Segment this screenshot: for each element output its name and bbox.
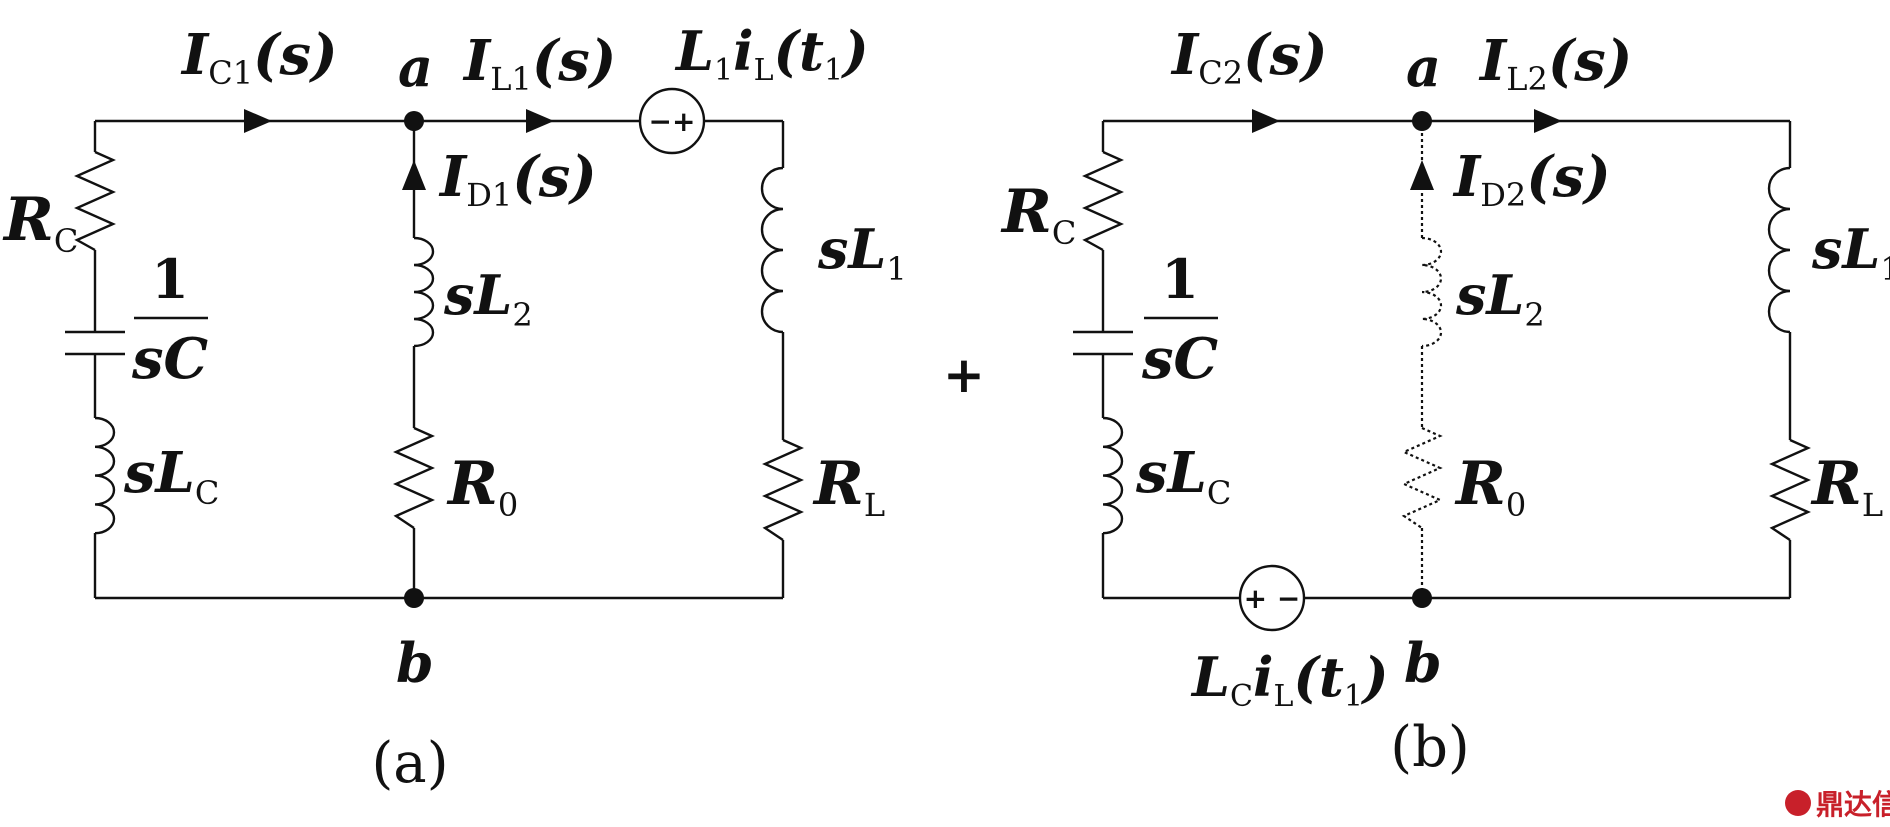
label-id2: ID2(s)	[1452, 144, 1611, 214]
label-source-a: L1iL(t1)	[674, 19, 869, 88]
label-id1: ID1(s)	[438, 144, 597, 214]
label-slc-b: sLC	[1135, 440, 1231, 512]
node-b-dot-b	[1412, 588, 1432, 608]
label-cap-den-a: sC	[131, 326, 209, 392]
voltage-source-b	[1238, 564, 1306, 632]
label-sl1-a: sL1	[817, 217, 907, 288]
label-rc-a: RC	[2, 185, 78, 260]
label-ic1: IC1(s)	[180, 22, 338, 92]
resistor-rc-b	[1082, 150, 1124, 252]
watermark-logo-icon	[1785, 790, 1811, 816]
arrow-id2	[1410, 160, 1434, 190]
arrow-ic2	[1252, 109, 1280, 133]
plus-sign: +	[943, 346, 985, 404]
arrow-il2	[1534, 109, 1562, 133]
inductor-l2-b	[1421, 236, 1443, 348]
label-cap-den-b: sC	[1141, 326, 1219, 392]
label-slc-a: sLC	[123, 440, 219, 512]
watermark-text: 鼎达信	[1816, 788, 1890, 821]
resistor-rl-b	[1769, 438, 1811, 541]
label-ic2: IC2(s)	[1170, 22, 1328, 92]
resistor-rc-a	[74, 150, 116, 252]
label-il1: IL1(s)	[462, 28, 616, 98]
capacitor-c-b	[1073, 330, 1133, 356]
inductor-l2-a	[413, 236, 435, 348]
label-node-a: a	[398, 35, 433, 99]
label-sl2-a: sL2	[443, 263, 533, 334]
arrow-ic1	[244, 109, 272, 133]
label-cap-num-a: 1	[151, 247, 189, 311]
inductor-lc-b	[1102, 416, 1124, 535]
circuit-a: −+ IC1(s) a IL1(s) L1iL(t1) ID1(s) RC 1 …	[2, 19, 907, 796]
label-rc-b: RC	[1000, 177, 1076, 252]
caption-b: (b)	[1390, 715, 1470, 780]
arrow-id1	[402, 160, 426, 190]
node-b-dot-a	[404, 588, 424, 608]
node-a-dot-b	[1412, 111, 1432, 131]
capacitor-c-a	[65, 330, 125, 356]
arrow-il1	[526, 109, 554, 133]
resistor-rl-a	[762, 438, 804, 541]
watermark: 鼎达信	[1785, 788, 1890, 821]
label-node-b-b: b	[1404, 631, 1442, 695]
circuit-b: + − IC2(s) a IL2(s) ID2(s) RC 1 sC sLC s…	[1000, 22, 1890, 780]
caption-a: (a)	[371, 731, 448, 796]
resistor-r0-a	[393, 426, 435, 529]
label-il2: IL2(s)	[1478, 28, 1632, 98]
label-rl-a: RL	[812, 449, 885, 524]
label-node-a-b: a	[1406, 35, 1441, 99]
inductor-l1-a	[760, 166, 784, 334]
source-signs-b: + −	[1244, 582, 1301, 615]
label-r0-a: R0	[446, 449, 518, 524]
label-sl1-b: sL1	[1811, 217, 1890, 288]
label-node-b-a: b	[396, 631, 434, 695]
voltage-source-a	[638, 87, 706, 155]
label-cap-num-b: 1	[1161, 247, 1199, 311]
source-signs-a: −+	[649, 105, 696, 138]
node-a-dot-a	[404, 111, 424, 131]
inductor-lc-a	[94, 416, 116, 535]
label-rl-b: RL	[1810, 449, 1883, 524]
label-sl2-b: sL2	[1455, 263, 1545, 334]
resistor-r0-b	[1401, 426, 1443, 529]
inductor-l1-b	[1767, 166, 1791, 334]
label-source-b: LCiL(t1)	[1190, 645, 1389, 714]
label-r0-b: R0	[1454, 449, 1526, 524]
